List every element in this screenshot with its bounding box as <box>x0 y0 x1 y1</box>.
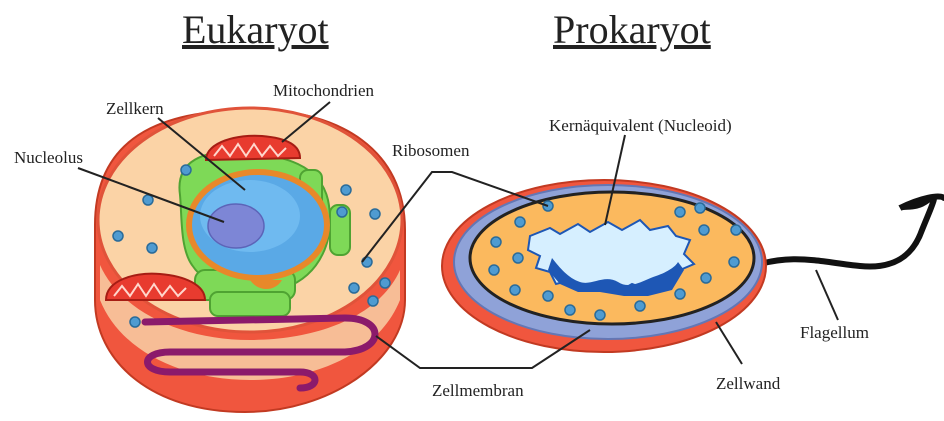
label-nucleus: Zellkern <box>106 99 164 118</box>
label-flagellum: Flagellum <box>800 323 869 342</box>
label-ribosomes: Ribosomen <box>392 141 470 160</box>
title-prokaryote: Prokaryot <box>553 7 711 52</box>
label-mitochondria: Mitochondrien <box>273 81 375 100</box>
leader-flagellum <box>816 270 838 320</box>
label-cell-wall: Zellwand <box>716 374 781 393</box>
leader-cell-wall <box>716 322 742 364</box>
label-nucleoid: Kernäquivalent (Nucleoid) <box>549 116 732 135</box>
eukaryote-cell <box>95 108 405 412</box>
label-cell-membrane: Zellmembran <box>432 381 524 400</box>
label-nucleolus: Nucleolus <box>14 148 83 167</box>
flagellum <box>748 196 944 268</box>
nucleolus <box>208 204 264 248</box>
title-eukaryote: Eukaryot <box>182 7 329 52</box>
